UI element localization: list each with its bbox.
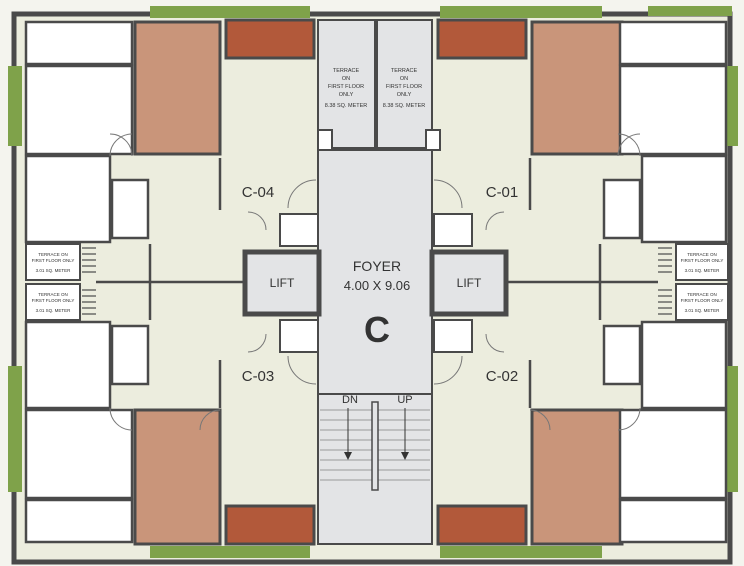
svg-text:TERRACE ON: TERRACE ON [38,292,68,297]
top-terrace-right-text: TERRACE ON FIRST FLOOR ONLY 8.38 SQ. MET… [383,68,426,109]
side-terrace-text-4: TERRACE ON FIRST FLOOR ONLY 3.01 SQ. MET… [681,292,724,313]
unit-label-c01: C-01 [486,184,519,201]
side-terrace-text-3: TERRACE ON FIRST FLOOR ONLY 3.01 SQ. MET… [681,252,724,273]
svg-text:FIRST FLOOR ONLY: FIRST FLOOR ONLY [32,258,75,263]
svg-text:ONLY: ONLY [339,92,354,98]
side-terrace-text-2: TERRACE ON FIRST FLOOR ONLY 3.01 SQ. MET… [32,292,75,313]
side-terraces [25,243,729,321]
balconies [224,18,528,546]
staircase [317,393,433,545]
foyer-size: 4.00 X 9.06 [344,278,411,293]
rooms-left [24,20,150,544]
svg-text:FIRST FLOOR ONLY: FIRST FLOOR ONLY [32,298,75,303]
svg-text:3.01 SQ. METER: 3.01 SQ. METER [685,268,721,273]
svg-text:ONLY: ONLY [397,92,412,98]
svg-text:TERRACE: TERRACE [333,68,360,74]
svg-text:FIRST FLOOR: FIRST FLOOR [386,84,422,90]
side-steps [82,247,672,315]
svg-text:ON: ON [342,76,350,82]
unit-label-c04: C-04 [242,184,275,201]
svg-text:TERRACE ON: TERRACE ON [687,252,717,257]
service-shafts [279,129,473,353]
lift-right-label: LIFT [457,276,482,290]
top-terrace-left [317,19,376,149]
door-swings [109,133,641,431]
block-letter: C [364,309,390,350]
rooms-right [602,20,728,544]
unit-label-c02: C-02 [486,368,519,385]
svg-text:3.01 SQ. METER: 3.01 SQ. METER [36,268,72,273]
svg-text:TERRACE ON: TERRACE ON [687,292,717,297]
svg-text:FIRST FLOOR ONLY: FIRST FLOOR ONLY [681,258,724,263]
svg-text:FIRST FLOOR: FIRST FLOOR [328,84,364,90]
svg-text:ON: ON [400,76,408,82]
unit-label-c03: C-03 [242,368,275,385]
svg-text:TERRACE ON: TERRACE ON [38,252,68,257]
svg-text:8.38 SQ. METER: 8.38 SQ. METER [325,103,368,109]
stair-down-label: DN [342,394,358,406]
lift-left-label: LIFT [270,276,295,290]
stair-up-label: UP [397,394,412,406]
top-terrace-right [376,19,433,149]
partition-walls [96,158,658,408]
side-terrace-text-1: TERRACE ON FIRST FLOOR ONLY 3.01 SQ. MET… [32,252,75,273]
svg-text:FIRST FLOOR ONLY: FIRST FLOOR ONLY [681,298,724,303]
svg-text:3.01 SQ. METER: 3.01 SQ. METER [36,308,72,313]
svg-text:3.01 SQ. METER: 3.01 SQ. METER [685,308,721,313]
greenery [8,6,738,558]
top-terrace-left-text: TERRACE ON FIRST FLOOR ONLY 8.38 SQ. MET… [325,68,368,109]
foyer-title: FOYER [353,258,401,274]
wood-floor-rooms [133,20,624,546]
svg-text:TERRACE: TERRACE [391,68,418,74]
svg-text:8.38 SQ. METER: 8.38 SQ. METER [383,103,426,109]
